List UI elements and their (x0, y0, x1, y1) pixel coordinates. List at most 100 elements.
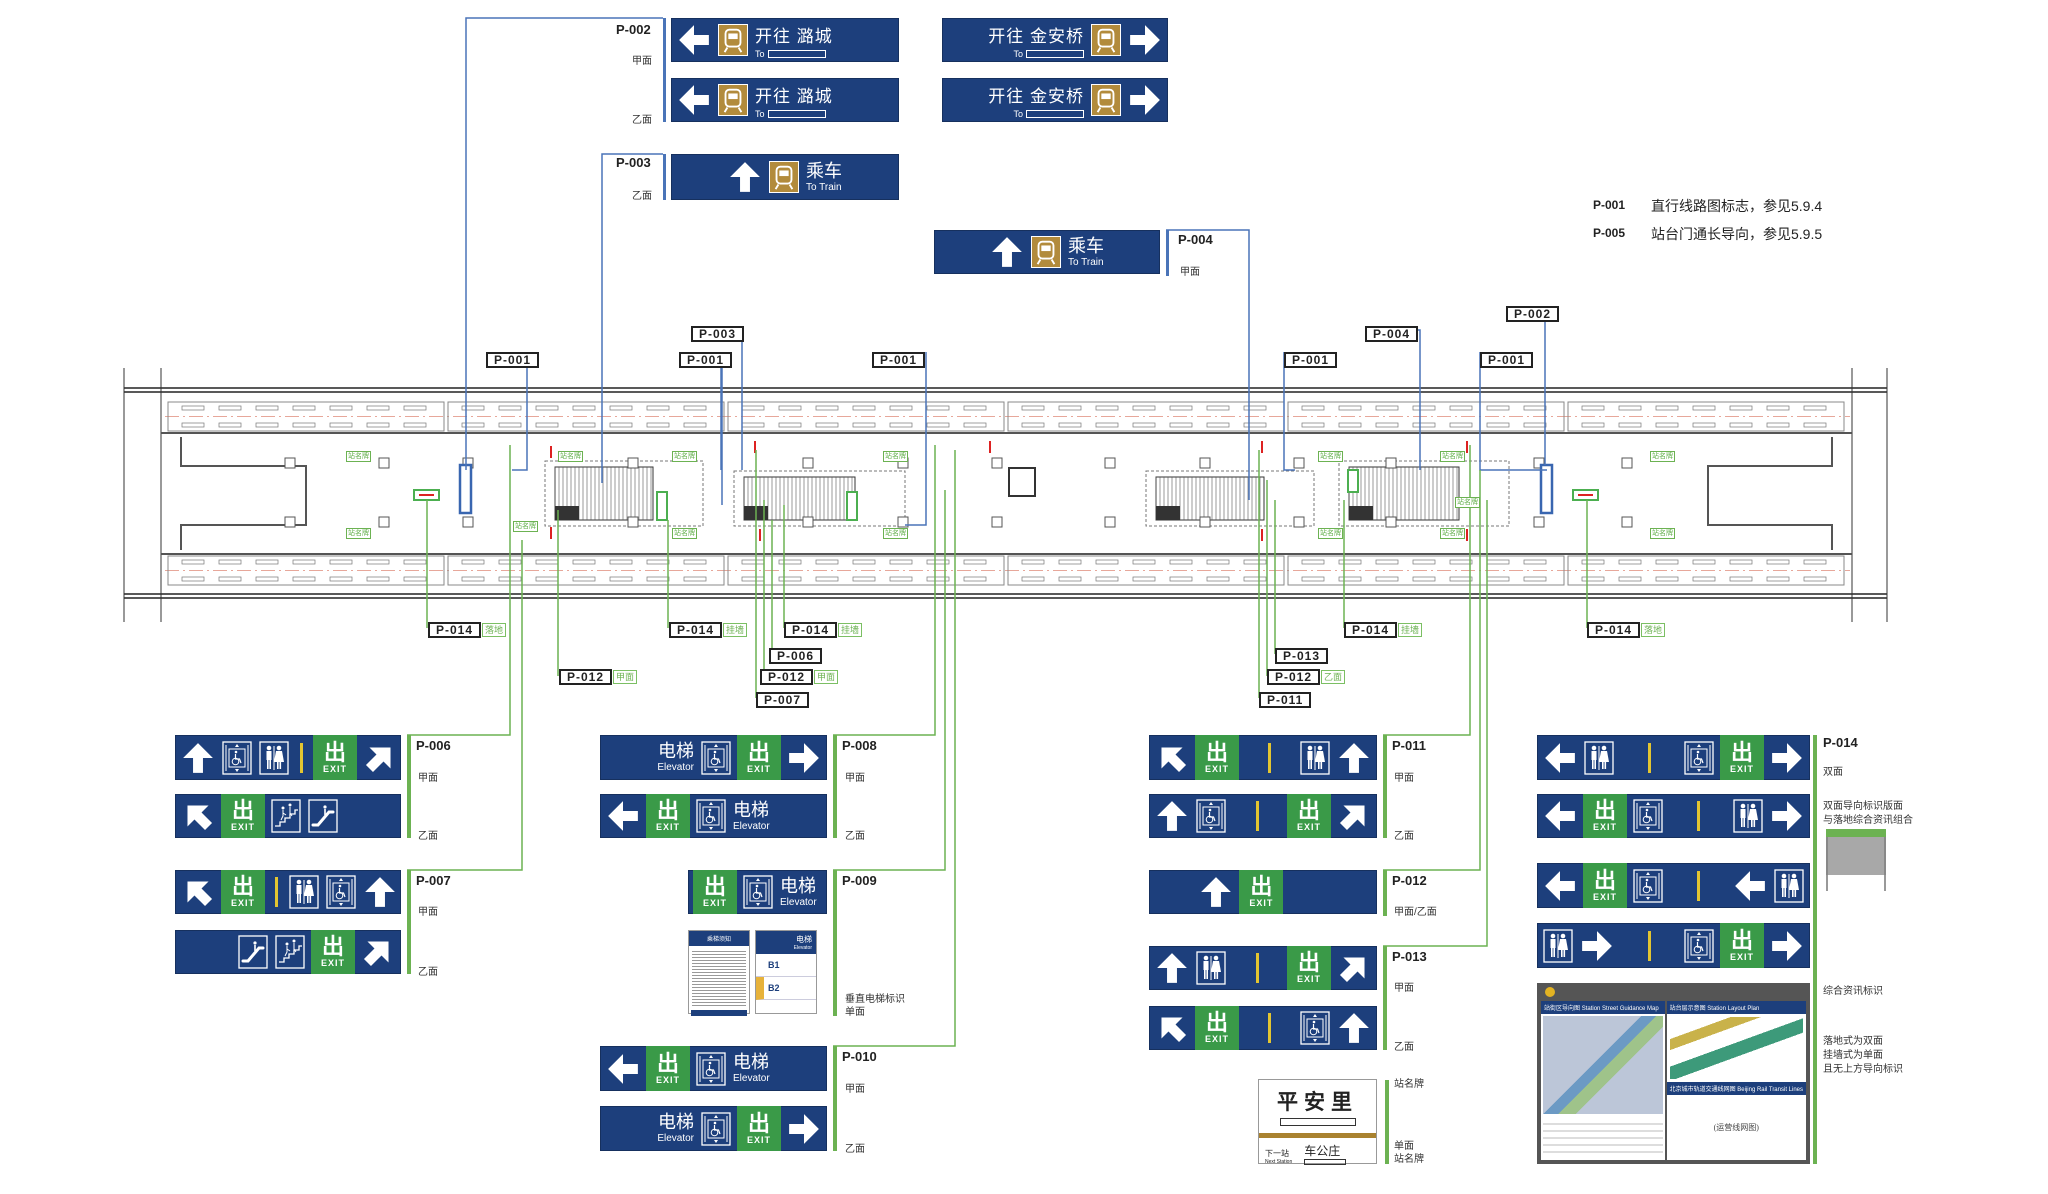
stair-opening (1145, 470, 1315, 527)
column (1385, 516, 1397, 528)
station-name-tag: 站名牌 (1440, 528, 1465, 539)
sign-id-label: P-009 (842, 873, 877, 888)
leader-line-green (833, 445, 936, 736)
callout-id: P-001 (1480, 351, 1534, 368)
street-map-cn: 站街区导向图 (1544, 1006, 1581, 1012)
train-seat (255, 559, 279, 565)
arrow-right-icon (1772, 930, 1802, 961)
arrow-up-icon (1201, 877, 1232, 907)
plan-callout: P-002 (1506, 305, 1560, 322)
column (1199, 516, 1211, 528)
arrow-left-icon (1545, 801, 1575, 831)
train-seat (1655, 422, 1679, 428)
train-seat (963, 405, 987, 411)
train-seat (1618, 576, 1642, 582)
escalator-icon (308, 799, 338, 833)
leader-line-green (1383, 500, 1488, 947)
sign-bracket (663, 18, 666, 122)
callout-id: P-014 (784, 621, 838, 638)
exit-en: EXIT (320, 958, 345, 968)
train-seat (572, 405, 596, 411)
sign-bracket (833, 870, 837, 1016)
leader-line-green (407, 540, 523, 871)
next-en-placeholder (1304, 1159, 1347, 1165)
sign-text-en: To Train (1068, 256, 1104, 268)
arrow-left-icon (1735, 870, 1765, 901)
sign-note: 甲面 (1180, 267, 1200, 278)
train-seat (1766, 559, 1790, 565)
callout-id: P-002 (1506, 305, 1560, 322)
train-seat (1692, 422, 1716, 428)
escalator-icon (238, 935, 268, 969)
train-seat (218, 559, 242, 565)
train-seat (1206, 576, 1230, 582)
exit-en: EXIT (746, 763, 771, 774)
train-seat (255, 576, 279, 582)
train-seat (1301, 422, 1325, 428)
exit-en: EXIT (702, 898, 727, 908)
train-seat (329, 422, 353, 428)
train-seat (1523, 422, 1547, 428)
station-name-tag: 站名牌 (346, 528, 371, 539)
sign-id-label: P-008 (842, 738, 877, 753)
leader-line-blue (1166, 229, 1250, 500)
sign-bracket (407, 735, 411, 838)
sign-id-label: P-003 (616, 155, 651, 170)
train-seat (461, 576, 485, 582)
destination-to: To (755, 109, 833, 119)
divider (300, 742, 303, 773)
callout-id: P-006 (769, 647, 823, 664)
train-seat (1243, 422, 1267, 428)
train-seat (292, 405, 316, 411)
train-seat (1338, 576, 1362, 582)
destination-to: To (1013, 109, 1084, 119)
train-seat (1132, 405, 1156, 411)
exit-cn: 出 (1205, 739, 1228, 765)
train-seat (646, 576, 670, 582)
next-cn: 下一站 (1265, 1149, 1289, 1158)
arrow-right-icon (789, 1113, 819, 1144)
train-seat (1581, 559, 1605, 565)
train-seat (461, 422, 485, 428)
elevator-icon (743, 875, 773, 909)
column (1104, 457, 1116, 469)
train-seat (366, 422, 390, 428)
arrow-up-left-icon (187, 881, 213, 907)
floor-row: B1 (756, 954, 816, 977)
exit-en: EXIT (1204, 763, 1229, 774)
sign-bracket (1383, 870, 1387, 916)
train-seat (1449, 559, 1473, 565)
info-board-body: 站街区导向图 Station Street Guidance Map 站台层示意… (1541, 1001, 1806, 1160)
arrow-right-icon (1772, 801, 1802, 831)
sign-text-en: Elevator (780, 896, 817, 908)
divider (1267, 742, 1271, 773)
to-label: To (1013, 48, 1023, 59)
train-icon (1091, 84, 1121, 116)
elevator-icon (326, 875, 356, 909)
train-seat (1581, 405, 1605, 411)
train-seat (366, 405, 390, 411)
sign-note: 双面 (1823, 767, 1843, 778)
sign-bracket (833, 735, 837, 838)
train-seat (461, 559, 485, 565)
sign-text-en: Elevator (733, 1073, 770, 1084)
train-seat (778, 559, 802, 565)
train-seat (815, 422, 839, 428)
to-label: To (755, 108, 765, 119)
train-seat (778, 405, 802, 411)
train-seat (683, 422, 707, 428)
lines-cn: 北京城市轨道交通线网图 (1669, 1087, 1736, 1093)
train-seat (1375, 422, 1399, 428)
sign-id-label: P-007 (416, 873, 451, 888)
callout-note: 乙面 (1321, 669, 1346, 684)
